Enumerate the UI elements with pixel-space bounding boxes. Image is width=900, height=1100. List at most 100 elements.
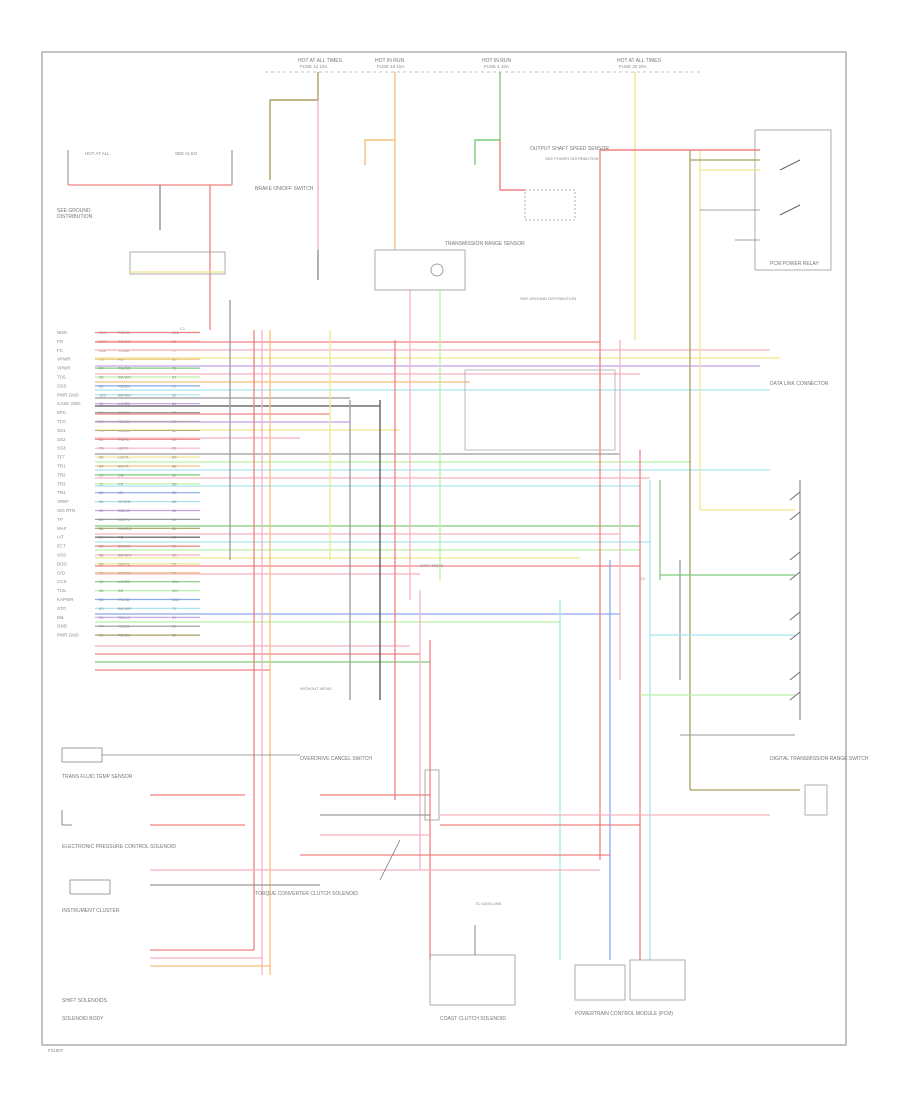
trs-label: TRANSMISSION RANGE SENSOR <box>445 241 525 247</box>
bottom-components <box>429 925 686 1006</box>
pcm-pin-label: CCS <box>57 579 67 584</box>
fuse-sub: FUSE 19 15A <box>377 64 405 69</box>
pcm-circuit-num: 39 <box>172 410 177 415</box>
pcm-pin-label: EPC <box>57 410 67 415</box>
pcm-wire-color: LG/RD <box>118 579 130 584</box>
pcm-circuit-num: 56 <box>172 526 177 531</box>
pcm-circuit-num: 90 <box>172 437 177 442</box>
pcm-wire-color: PK <box>118 481 124 486</box>
pcm-pin-number: 53 <box>99 615 104 620</box>
mid-components: BRAKE ON/OFF SWITCH TRANSMISSION RANGE S… <box>255 146 616 451</box>
svg-text:WITHOUT 4R100: WITHOUT 4R100 <box>300 686 332 691</box>
pcm-wire-color: RD/LG <box>118 615 130 620</box>
pcm-pin-number: 77 <box>99 624 104 629</box>
pcm-pin-label: TR2 <box>57 472 66 477</box>
clutch-label: COAST CLUTCH SOLENOID <box>440 1016 506 1022</box>
svg-text:HOT AT ALL: HOT AT ALL <box>85 151 110 156</box>
pcm-pin-label: VPWR <box>57 366 71 371</box>
pcm-pin-number: 36 <box>99 375 104 380</box>
fuse-label: HOT IN RUN <box>482 58 511 64</box>
pcm-pin-number: 60 <box>99 606 104 611</box>
pcm-wire-color: GY/RD <box>118 499 131 504</box>
top-left-block: HOT AT ALL SEE ALSO SEE GROUND DISTRIBUT… <box>57 150 233 330</box>
pcm-pin-number: 90 <box>99 499 104 504</box>
pcm-wire-color: TN/OG <box>118 366 131 371</box>
pcm-wire-color: DB <box>118 472 124 477</box>
pcm-wire-color: LB <box>118 490 123 495</box>
pcm-circuit-num: 51 <box>172 375 177 380</box>
pcm-circuit-num: 89 <box>172 455 177 460</box>
pcm-wire-color: DG/YL <box>118 561 131 566</box>
pcm-pin-label: FD <box>57 339 64 344</box>
pcm-wire-color: YL/LG <box>118 624 129 629</box>
gear-switch-label: DIGITAL TRANSMISSION RANGE SWITCH <box>770 756 869 762</box>
svg-text:SEE ALSO: SEE ALSO <box>175 151 198 156</box>
pcm-wire-color: BK/WH <box>118 392 131 397</box>
pcm-pin-label: PWR GND <box>57 633 79 638</box>
pcm-pin-label: TR4 <box>57 490 66 495</box>
svg-text:SEE GROUND: SEE GROUND <box>57 208 91 214</box>
pcm-circuit-num: 91 <box>172 446 177 451</box>
pcm-circuit-num: 65 <box>172 499 177 504</box>
pcm-circuit-num: 64 <box>172 401 177 406</box>
pcm-circuit-num: 60 <box>172 544 177 549</box>
center-lower <box>300 769 770 881</box>
pcm-wire-color: BK/WH <box>118 375 131 380</box>
brake-switch-label: BRAKE ON/OFF SWITCH <box>255 186 314 192</box>
pcm-pin-label: ECT <box>57 544 66 549</box>
pcm-pin-label: TR3 <box>57 481 66 486</box>
pcm-pin-number: 65 <box>99 561 104 566</box>
pcm-wire-color: PK/LG <box>118 330 130 335</box>
pcm-pin-label: TR1 <box>57 464 66 469</box>
pcm-circuit-num: 46 <box>172 508 177 513</box>
pcm-pin-number: 52 <box>99 383 104 388</box>
od-switch-label: OVERDRIVE CANCEL SWITCH <box>300 756 372 762</box>
pcm-wire-color: LG/YL <box>118 455 130 460</box>
pcm-pin-label: TFT <box>57 455 65 460</box>
pcm-pin-label: BOO <box>57 561 68 566</box>
pcm-pin-label: SS2 <box>57 437 66 442</box>
relay-label: PCM POWER RELAY <box>770 261 819 267</box>
pcm-wire-color: BK/YL <box>118 464 130 469</box>
svg-text:SEE GROUND DISTRIBUTION: SEE GROUND DISTRIBUTION <box>520 296 576 301</box>
pcm-circuit-num: 39 <box>172 472 177 477</box>
pcm-pin-number: 80 <box>99 490 104 495</box>
pcm-wire-color: RD/BK <box>118 383 131 388</box>
pcm-pin-number: 104 <box>99 330 106 335</box>
pcm-circuit-num: 92 <box>172 392 177 397</box>
pcm-pin-number: 56 <box>99 588 104 593</box>
pcm-pin-label: VPWR <box>57 357 71 362</box>
pcm-pin-label: PWR GND <box>57 392 79 397</box>
pcm-pin-label: TCC <box>57 419 67 424</box>
pcm-pin-label: MAF <box>57 526 67 531</box>
pcm-wire-color: WH/YL <box>118 410 131 415</box>
pcm-circuit-num: 58 <box>172 490 177 495</box>
pcm-pin-label: GND <box>57 624 68 629</box>
switch-bank <box>640 480 828 816</box>
pcm-pin-number: 77 <box>99 410 104 415</box>
pcm-circuit-num: 71 <box>172 606 177 611</box>
vertical-wires <box>229 150 701 975</box>
fuse-label: HOT AT ALL TIMES <box>617 58 662 64</box>
pcm-circuit-num: 103 <box>172 330 179 335</box>
svg-text:SEE POWER DISTRIBUTION: SEE POWER DISTRIBUTION <box>545 156 599 161</box>
pcm-pin-label: TP <box>57 517 63 522</box>
pcm-pin-label: SS3 <box>57 446 66 451</box>
data-link-label: DATA LINK CONNECTOR <box>770 381 829 387</box>
pcm-wire-color: OG/YL <box>118 517 131 522</box>
pcm-wire-color: RD/BK <box>118 633 131 638</box>
pcm-circuit-num: 36 <box>172 624 177 629</box>
pcm-pin-label: OSS <box>57 383 67 388</box>
relay-block: PCM POWER RELAY <box>600 129 832 271</box>
pcm-pin-label: TCIL <box>57 588 67 593</box>
pcm-pin-number: 71 <box>99 357 104 362</box>
pcm-pin-label: FC <box>57 348 64 353</box>
pcm-pin-label: TSS <box>57 375 66 380</box>
pcm-pin-number: 25 <box>99 401 104 406</box>
tcc-label: TORQUE CONVERTER CLUTCH SOLENOID <box>255 891 358 897</box>
pcm-pin-label: MIL <box>57 615 65 620</box>
pcm-pin-number: 89 <box>99 517 104 522</box>
pcm-wire-color: LB/YL <box>118 446 130 451</box>
pcm-circuit-num: 50 <box>172 357 177 362</box>
